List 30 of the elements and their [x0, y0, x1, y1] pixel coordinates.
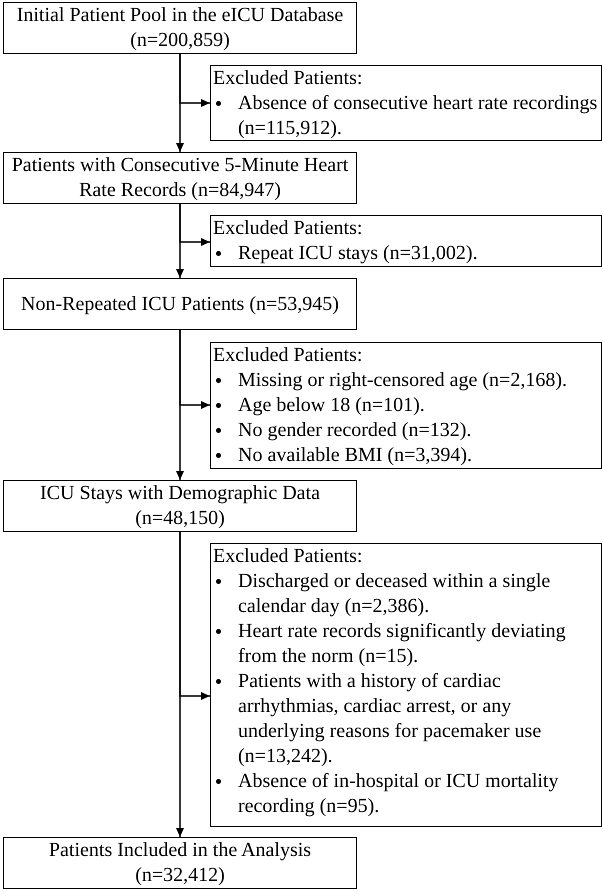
exclusion-criterion: Heart rate records significantly deviating from the norm (n=15). — [238, 619, 567, 669]
exclusion-criterion: Discharged or deceased within a single calendar day (n=2,386). — [238, 569, 552, 619]
exclusion-criterion: Missing or right-censored age (n=2,168). — [238, 368, 567, 393]
exclusion-heading: Excluded Patients: — [213, 544, 364, 569]
exclusion-criterion: No gender recorded (n=132). — [238, 418, 472, 443]
step-label: ICU Stays with Demographic Data (n=48,150) — [39, 481, 321, 531]
process-box — [3, 480, 357, 532]
exclusion-box — [210, 342, 602, 469]
exclusion-criterion: Age below 18 (n=101). — [238, 393, 425, 418]
exclusion-criterion: No available BMI (n=3,394). — [238, 443, 472, 468]
exclusion-box — [210, 543, 602, 827]
exclusion-box — [210, 215, 602, 267]
exclusion-heading: Excluded Patients: — [213, 343, 364, 368]
flow-arrow — [176, 204, 184, 278]
exclusion-box — [210, 65, 602, 141]
flow-arrow — [176, 330, 184, 480]
process-box — [3, 837, 357, 889]
exclusion-criterion: Absence of in-hospital or ICU mortality recording (n=95). — [238, 769, 560, 819]
flow-arrow — [176, 54, 184, 152]
exclusion-criterion: Patients with a history of cardiac arrhythmias, cardiac arrest, or any underlying reasons for pacemaker use (n=13,242). — [238, 669, 542, 769]
step-label: Initial Patient Pool in the eICU Database (n=200,859) — [16, 3, 344, 53]
step-label: Patients with Consecutive 5-Minute Heart Rate Records (n=84,947) — [10, 153, 350, 203]
flow-arrow — [176, 532, 184, 837]
exclusion-criterion: Repeat ICU stays (n=31,002). — [238, 241, 478, 266]
step-label: Non-Repeated ICU Patients (n=53,945) — [21, 292, 339, 316]
exclusion-heading: Excluded Patients: — [213, 216, 364, 241]
exclusion-heading: Excluded Patients: — [213, 66, 364, 91]
step-label: Patients Included in the Analysis (n=32,412) — [48, 838, 312, 888]
process-box — [3, 278, 357, 330]
exclusion-criterion: Absence of consecutive heart rate recordings (n=115,912). — [238, 91, 598, 141]
